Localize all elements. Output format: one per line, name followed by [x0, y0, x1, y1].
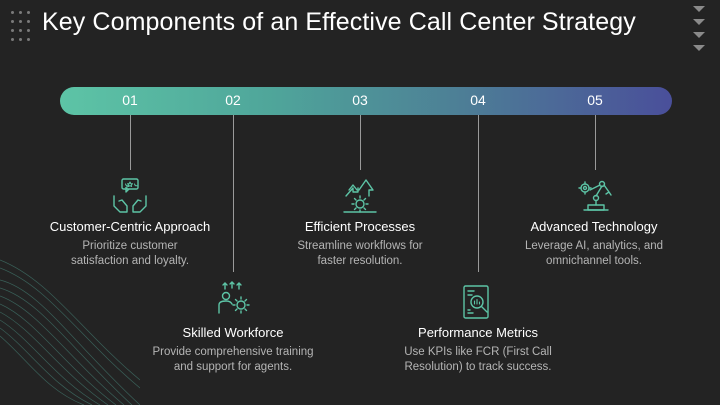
step-heading-05: Advanced Technology	[530, 219, 658, 234]
timeline-bar	[60, 87, 672, 115]
step-description-05: Leverage AI, analytics, and omnichannel …	[484, 239, 704, 269]
step-description-01: Prioritize customer satisfaction and loy…	[20, 239, 240, 269]
connector-line-05	[595, 115, 596, 170]
step-description-line: Leverage AI, analytics, and	[524, 240, 664, 252]
step-heading-03: Efficient Processes	[304, 219, 416, 234]
step-description-line: faster resolution.	[317, 255, 403, 267]
person-gear-icon	[215, 280, 253, 318]
decorative-wave-lines	[0, 259, 140, 405]
step-description-line: omnichannel tools.	[546, 255, 642, 267]
step-description-line: Prioritize customer	[82, 240, 178, 252]
decorative-dot-grid	[11, 11, 33, 43]
step-description-02: Provide comprehensive training and suppo…	[123, 345, 343, 375]
step-heading-01: Customer-Centric Approach	[49, 219, 211, 234]
step-number-03: 03	[352, 92, 368, 108]
step-heading-04: Performance Metrics	[418, 325, 538, 340]
decorative-chevrons-icon	[692, 2, 706, 64]
step-description-line: and support for agents.	[173, 361, 293, 373]
report-magnifier-icon	[459, 283, 497, 321]
step-description-line: Provide comprehensive training	[152, 346, 314, 358]
slide-title: Key Components of an Effective Call Cent…	[42, 8, 636, 36]
step-description-line: Streamline workflows for	[297, 240, 423, 252]
step-heading-02: Skilled Workforce	[182, 325, 284, 340]
hands-stars-icon	[111, 176, 149, 214]
step-description-04: Use KPIs like FCR (First Call Resolution…	[368, 345, 588, 375]
step-number-01: 01	[122, 92, 138, 108]
step-description-line: satisfaction and loyalty.	[70, 255, 190, 267]
step-description-line: Resolution) to track success.	[404, 361, 552, 373]
robot-arm-icon	[576, 176, 614, 214]
connector-line-01	[130, 115, 131, 170]
gear-arrows-icon	[341, 176, 379, 214]
step-description-line: Use KPIs like FCR (First Call	[404, 346, 552, 358]
step-number-02: 02	[225, 92, 241, 108]
step-number-04: 04	[470, 92, 486, 108]
connector-line-02	[233, 115, 234, 272]
step-number-05: 05	[587, 92, 603, 108]
step-description-03: Streamline workflows for faster resoluti…	[250, 239, 470, 269]
connector-line-04	[478, 115, 479, 272]
connector-line-03	[360, 115, 361, 170]
